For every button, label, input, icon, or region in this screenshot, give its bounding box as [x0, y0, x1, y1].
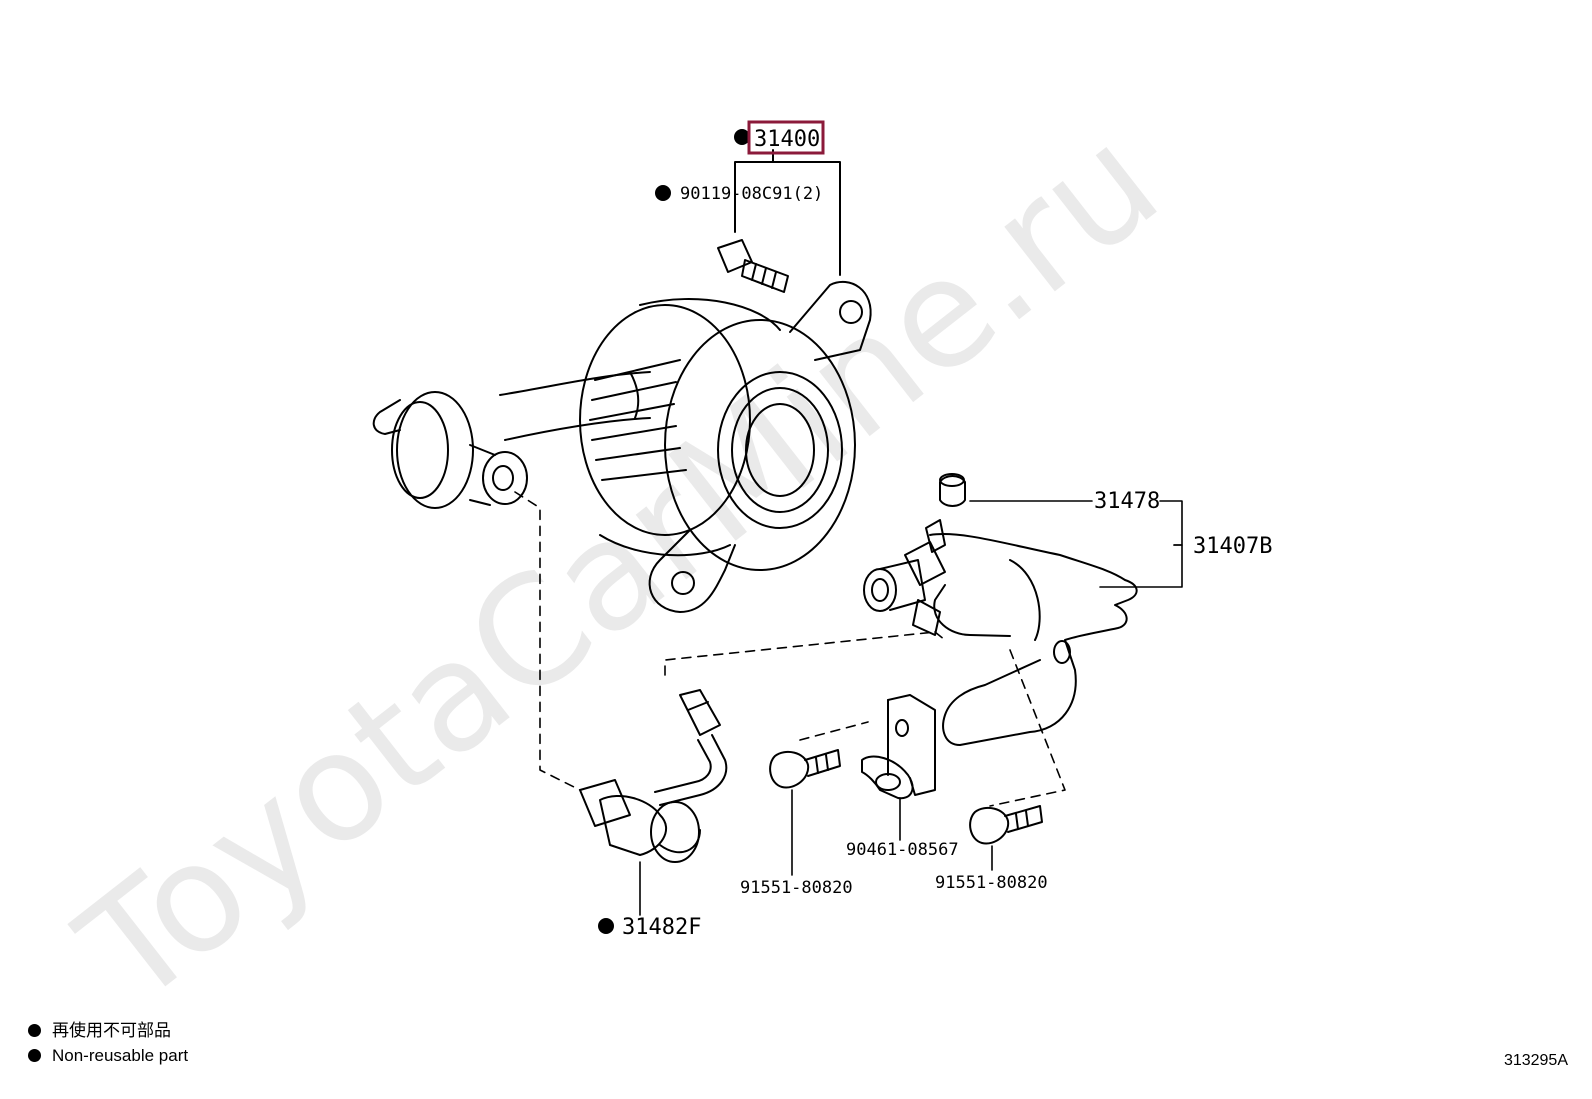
non-reusable-dot [734, 129, 750, 145]
clamp-part [861, 694, 936, 800]
callout-bolt-top[interactable]: 90119-08C91(2) [680, 184, 823, 204]
non-reusable-dot [598, 918, 614, 934]
legend-english: Non-reusable part [28, 1045, 188, 1067]
legend-japanese: 再使用不可部品 [28, 1020, 171, 1042]
bracket-leader [1099, 544, 1183, 588]
callout-31482f[interactable]: 31482F [622, 915, 701, 940]
callout-clamp[interactable]: 90461-08567 [846, 840, 959, 860]
legend-english-text: Non-reusable part [52, 1046, 189, 1065]
release-cylinder-part [372, 280, 872, 613]
assembly-leader [734, 149, 841, 276]
flange-bolt-part [717, 239, 789, 293]
callout-31400[interactable]: 31400 [754, 127, 820, 152]
bleeder-cap-part [939, 473, 966, 507]
legend-japanese-text: 再使用不可部品 [52, 1021, 171, 1041]
callout-bolt-right[interactable]: 91551-80820 [935, 873, 1048, 893]
drawing-code: 313295A [1503, 1052, 1568, 1069]
legend-dot-icon [28, 1024, 41, 1037]
callout-bolt-left[interactable]: 91551-80820 [740, 878, 853, 898]
legend-dot-icon [28, 1049, 41, 1062]
right-bolt-part [969, 805, 1043, 845]
callout-31478[interactable]: 31478 [1094, 489, 1160, 514]
assembly-guide-lines [514, 491, 1066, 807]
non-reusable-dot [655, 185, 671, 201]
clutch-hose-part [579, 689, 728, 863]
highlight-box [747, 120, 825, 155]
bracket-leader-upper [1159, 500, 1183, 546]
bracket-part [863, 519, 1138, 746]
callout-31407b[interactable]: 31407B [1193, 534, 1272, 559]
left-bolt-part [769, 749, 841, 789]
